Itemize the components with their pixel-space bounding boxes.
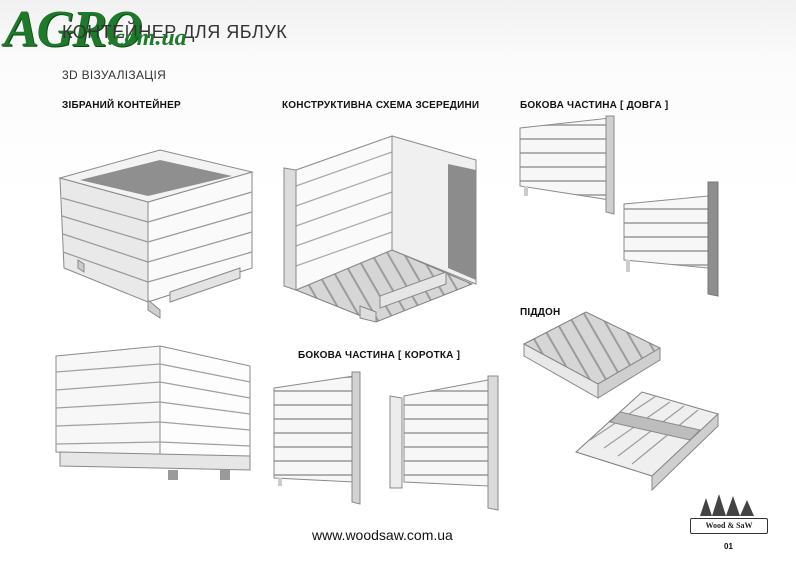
page-subtitle: 3D ВІЗУАЛІЗАЦІЯ bbox=[62, 68, 167, 82]
wood-and-saw-brand: Wood & SaW bbox=[690, 518, 768, 534]
label-pallet: ПІДДОН bbox=[520, 307, 561, 318]
label-side-long: БОКОВА ЧАСТИНА [ ДОВГА ] bbox=[520, 100, 669, 111]
wood-and-saw-trees bbox=[700, 494, 754, 516]
assembled-container-render bbox=[58, 149, 254, 319]
agro-logo-domain: .com.ua bbox=[108, 25, 187, 51]
side-long-render bbox=[519, 115, 719, 297]
label-internal-scheme: КОНСТРУКТИВНА СХЕМА ЗСЕРЕДИНИ bbox=[282, 100, 480, 111]
agro-logo: AGRO bbox=[4, 1, 142, 58]
page-title: КОНТЕЙНЕР ДЛЯ ЯБЛУК bbox=[62, 22, 288, 42]
website-link[interactable]: www.woodsaw.com.ua bbox=[312, 527, 453, 543]
pallet-render bbox=[522, 311, 719, 492]
internal-scheme-render bbox=[283, 135, 477, 323]
assembled-container-front-render bbox=[55, 345, 251, 480]
side-short-render bbox=[273, 371, 499, 511]
page-number: 01 bbox=[724, 542, 733, 551]
label-assembled-container: ЗІБРАНИЙ КОНТЕЙНЕР bbox=[62, 100, 181, 111]
label-side-short: БОКОВА ЧАСТИНА [ КОРОТКА ] bbox=[298, 350, 461, 361]
